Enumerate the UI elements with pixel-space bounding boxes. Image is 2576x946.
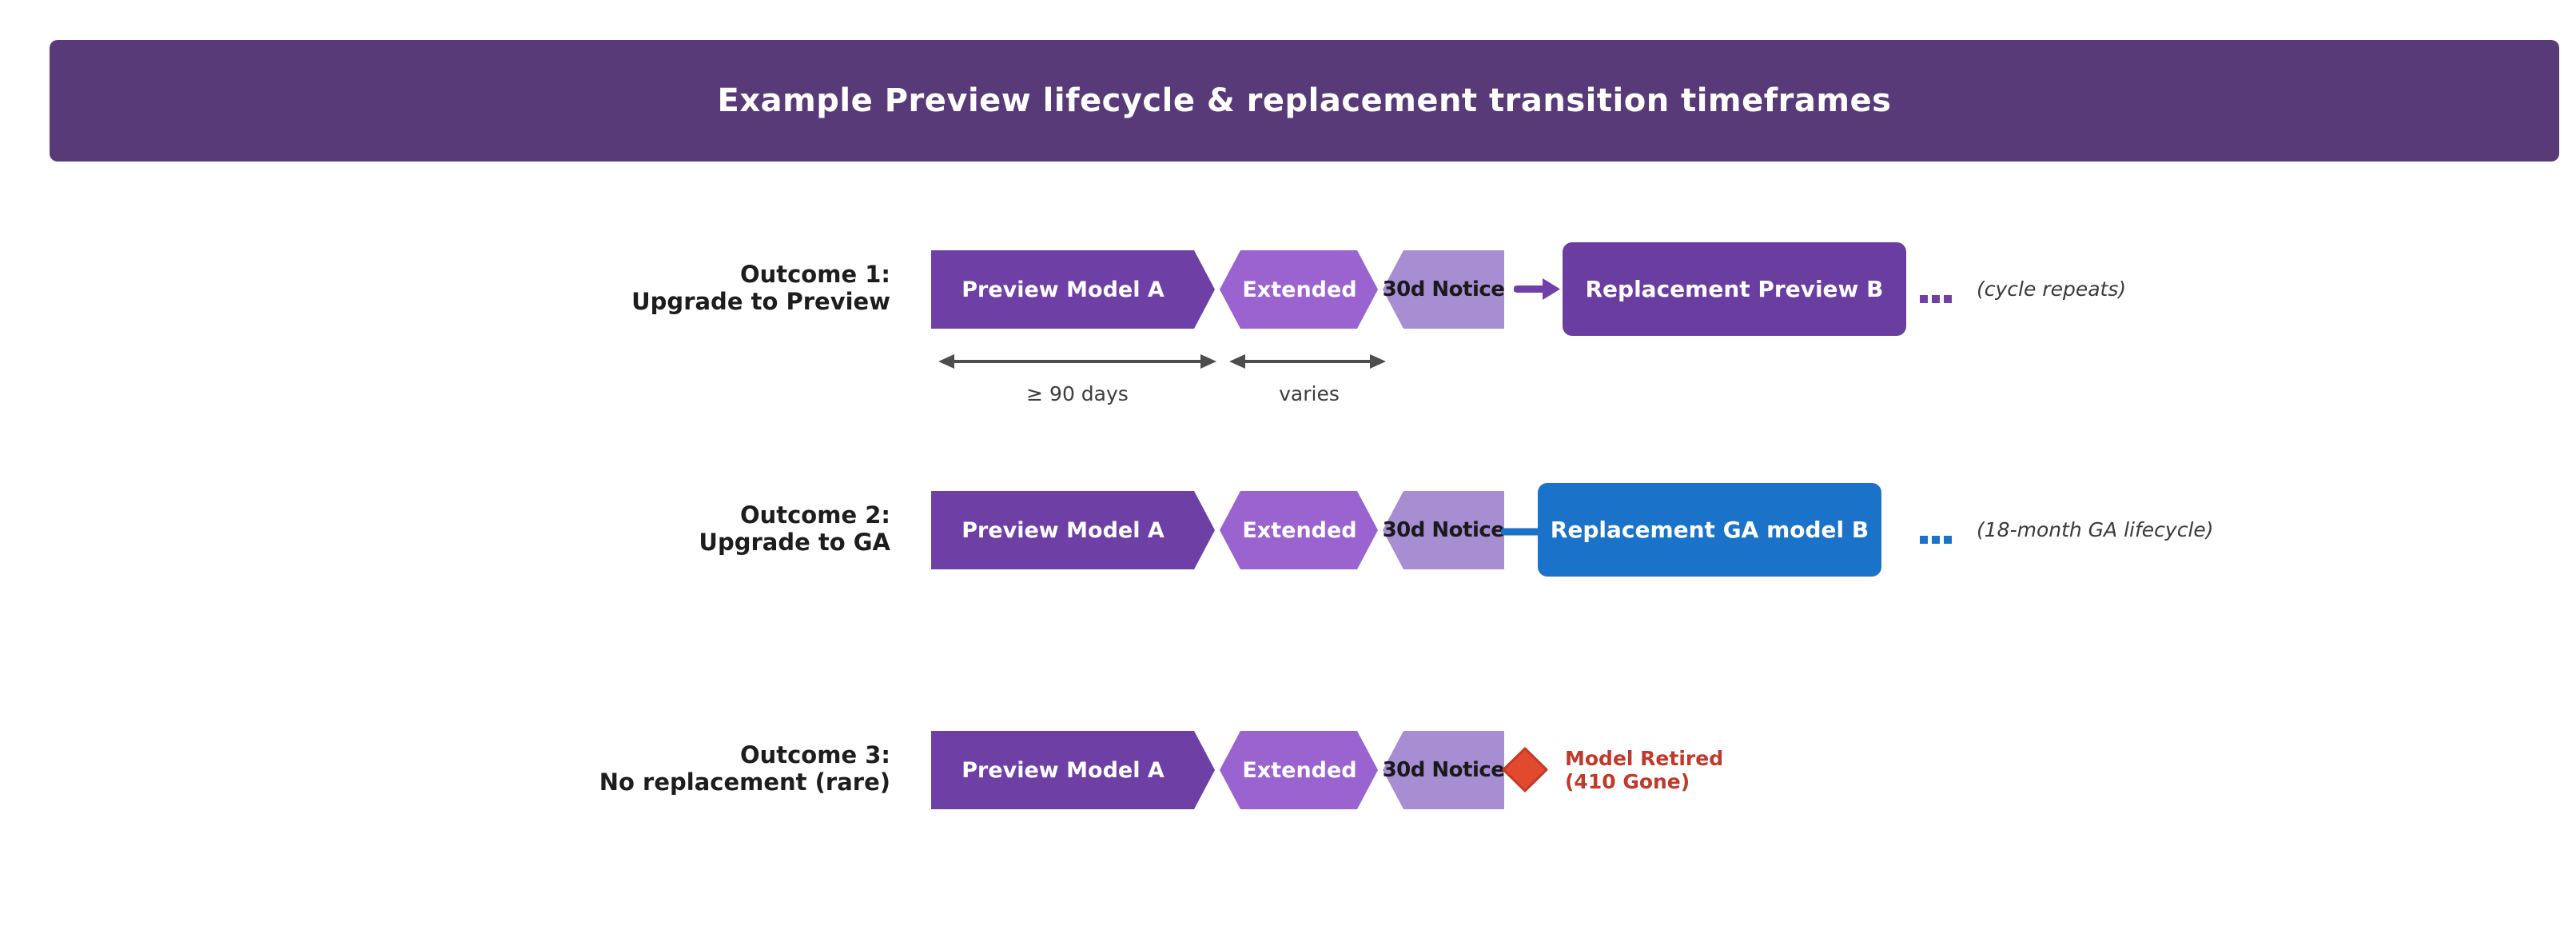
outcome-row-upgrade-to-preview: Outcome 1: Upgrade to Preview Preview Mo…	[0, 241, 2576, 337]
outcome-label-line1: Outcome 2:	[739, 501, 890, 529]
connector-line	[1501, 528, 1541, 536]
segment-notice-shape	[1383, 731, 1504, 809]
dot-icon	[1920, 536, 1928, 544]
outcome-label: Outcome 1: Upgrade to Preview	[491, 261, 890, 315]
replacement-ga-box: Replacement GA model B	[1538, 483, 1881, 577]
segment-preview-shape	[931, 491, 1215, 569]
ellipsis-dots-icon	[1920, 295, 1956, 305]
outcome-row-upgrade-to-ga: Outcome 2: Upgrade to GA Preview Model A…	[0, 482, 2576, 578]
dot-icon	[1932, 536, 1940, 544]
segment-preview-shape	[931, 250, 1215, 329]
duration-label-90-days: ≥ 90 days	[1026, 382, 1129, 405]
segment-notice-label: 30d Notice	[1382, 518, 1505, 542]
replacement-ga-label: Replacement GA model B	[1550, 517, 1869, 543]
segment-extended-label: Extended	[1242, 517, 1357, 543]
segment-notice-shape	[1383, 250, 1504, 329]
outcome-label: Outcome 2: Upgrade to GA	[491, 501, 890, 556]
replacement-preview-label: Replacement Preview B	[1585, 276, 1884, 302]
transition-arrow-icon	[1514, 278, 1560, 300]
segment-extended-label: Extended	[1242, 277, 1357, 302]
dot-icon	[1920, 295, 1928, 303]
segment-extended-shape	[1220, 491, 1378, 569]
retired-label-line1: Model Retired	[1565, 747, 1724, 770]
dot-icon	[1932, 295, 1940, 303]
outcome-label-line1: Outcome 1:	[739, 261, 890, 288]
cycle-annotation: (cycle repeats)	[1977, 277, 2127, 301]
outcome-label-line2: No replacement (rare)	[599, 768, 890, 796]
title-banner: Example Preview lifecycle & replacement …	[50, 40, 2559, 162]
segment-preview-shape	[931, 731, 1215, 809]
segment-extended-label: Extended	[1242, 757, 1357, 783]
duration-arrows	[938, 354, 1386, 369]
segment-extended-shape	[1220, 250, 1378, 329]
retired-label-line2: (410 Gone)	[1565, 770, 1690, 793]
segment-preview-label: Preview Model A	[962, 517, 1165, 543]
retired-diamond-icon	[1502, 747, 1548, 792]
replacement-preview-box: Replacement Preview B	[1563, 242, 1906, 336]
segment-extended-shape	[1220, 731, 1378, 809]
outcome-label-line2: Upgrade to GA	[699, 529, 890, 556]
ellipsis-dots-icon	[1920, 536, 1956, 545]
outcome-row-no-replacement: Outcome 3: No replacement (rare) Preview…	[0, 722, 2576, 818]
segment-notice-label: 30d Notice	[1382, 758, 1505, 782]
outcome-label-line2: Upgrade to Preview	[631, 288, 890, 315]
ga-lifecycle-annotation: (18-month GA lifecycle)	[1977, 518, 2214, 541]
retired-label: Model Retired (410 Gone)	[1565, 747, 1723, 793]
duration-label-varies: varies	[1279, 382, 1340, 405]
segment-preview-label: Preview Model A	[962, 757, 1165, 783]
page-title: Example Preview lifecycle & replacement …	[717, 82, 1892, 119]
dot-icon	[1944, 295, 1952, 303]
segment-preview-label: Preview Model A	[962, 277, 1165, 302]
dot-icon	[1944, 536, 1952, 544]
segment-notice-label: 30d Notice	[1382, 277, 1505, 301]
outcome-label: Outcome 3: No replacement (rare)	[491, 741, 890, 796]
outcome-label-line1: Outcome 3:	[739, 741, 890, 768]
segment-notice-shape	[1383, 491, 1504, 569]
